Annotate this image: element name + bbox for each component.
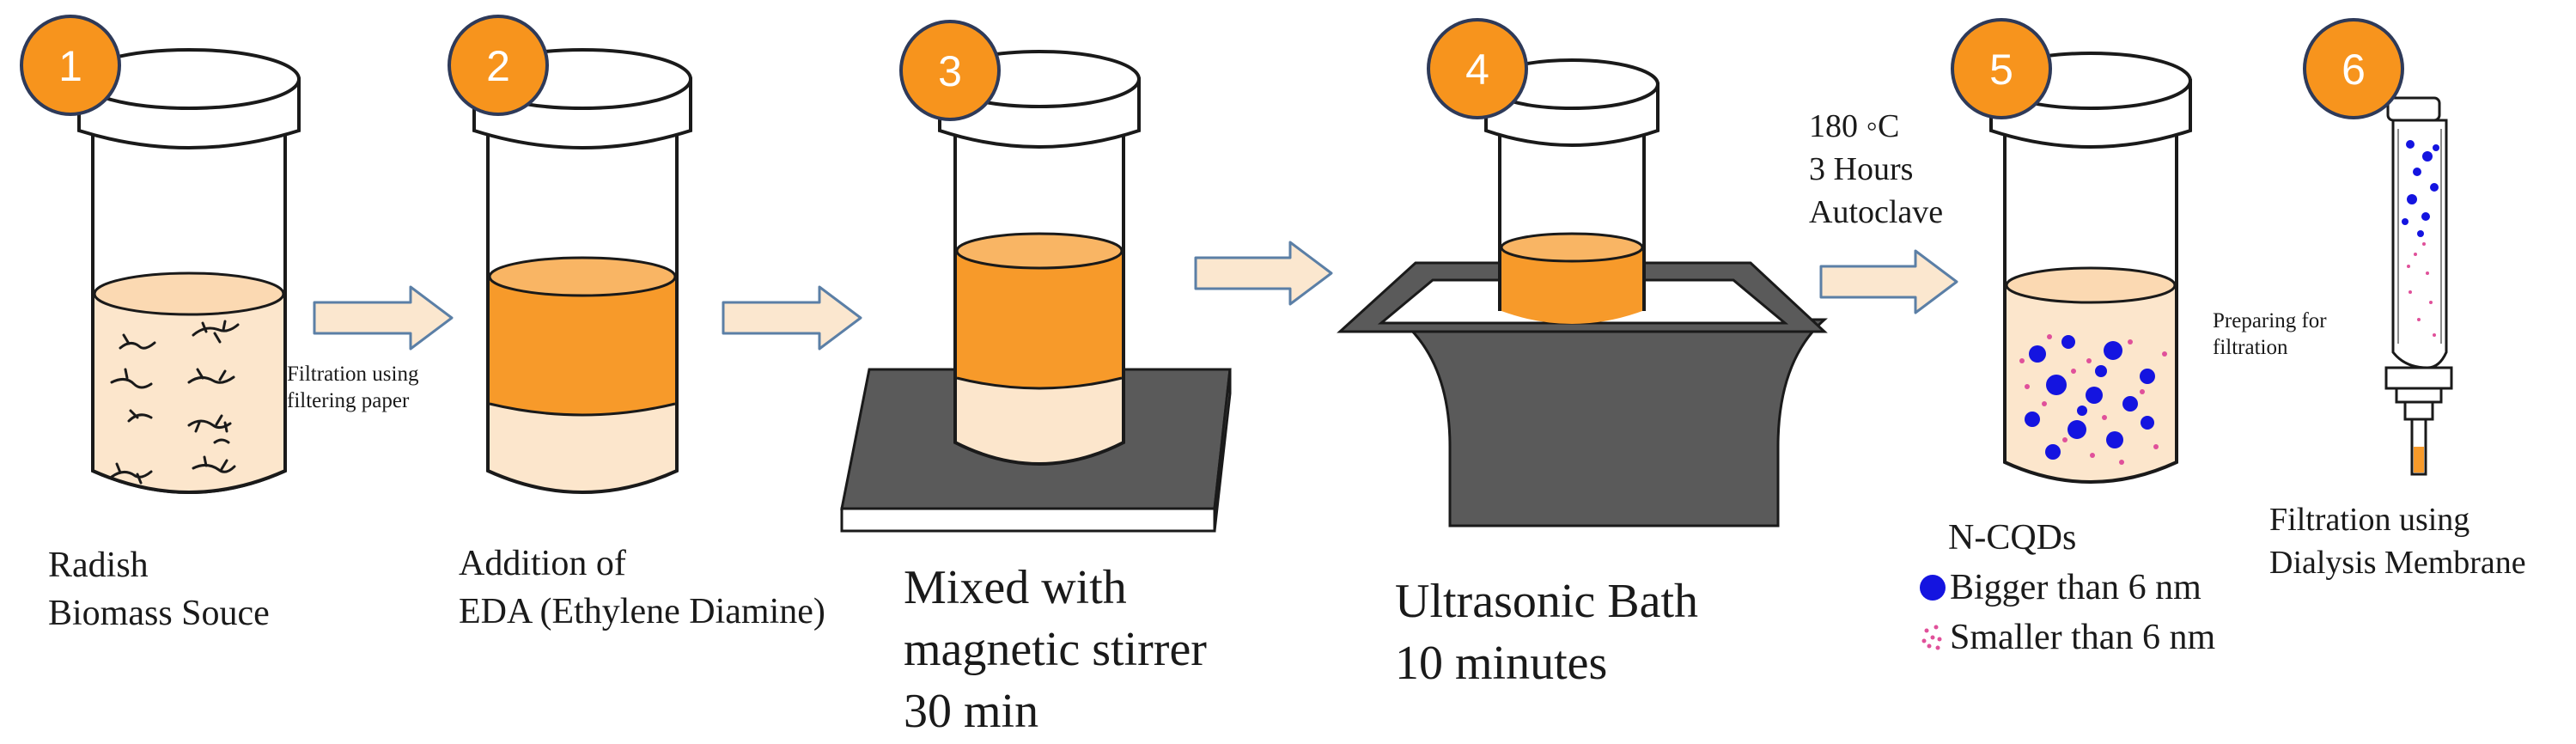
vial-step-4 — [1484, 58, 1659, 324]
step-4-label: Ultrasonic Bath 10 minutes — [1395, 570, 1698, 694]
vial-step-3 — [938, 50, 1141, 466]
step-3-label-line-1: Mixed with — [904, 561, 1127, 614]
vial-step-1 — [77, 48, 301, 494]
arrow-1-to-2 — [313, 285, 454, 351]
svg-text:3: 3 — [938, 47, 962, 95]
autoclave-time: 3 Hours — [1809, 151, 1914, 187]
autoclave-device: Autoclave — [1809, 194, 1944, 230]
step-3-label: Mixed with magnetic stirrer 30 min — [904, 557, 1207, 742]
arrow-4-to-5 — [1819, 249, 1958, 314]
legend-smaller-label: Smaller than 6 nm — [1950, 618, 2216, 657]
arrow-2-to-3 — [722, 285, 862, 351]
autoclave-conditions: 180 ◦C 3 Hours Autoclave — [1809, 105, 1943, 234]
step-badge-4: 4 — [1427, 18, 1528, 119]
step-badge-6: 6 — [2303, 18, 2404, 119]
dialysis-filter-column — [2364, 69, 2453, 476]
step-6-label: Filtration using Dialysis Membrane — [2269, 498, 2526, 584]
step-3-label-line-2: magnetic stirrer — [904, 623, 1207, 676]
vial-step-5 — [1989, 52, 2192, 484]
filtration-note-line-2: filtering paper — [287, 389, 410, 412]
svg-text:4: 4 — [1465, 46, 1489, 94]
legend-bigger-marker — [1920, 575, 1946, 601]
step-5-label: N-CQDs — [1948, 514, 2076, 562]
step-2-label-line-1: Addition of — [459, 544, 626, 583]
step-4-label-line-1: Ultrasonic Bath — [1395, 575, 1699, 628]
filtration-note-line-1: Filtration using — [287, 363, 419, 386]
step-4-label-line-2: 10 minutes — [1395, 637, 1608, 690]
svg-text:6: 6 — [2342, 46, 2366, 94]
arrows — [313, 241, 1958, 351]
step-5-label-line-1: N-CQDs — [1948, 518, 2077, 558]
svg-text:1: 1 — [58, 42, 82, 90]
vial-step-2 — [472, 48, 692, 494]
preparing-note-line-2: filtration — [2213, 336, 2288, 359]
n-cqd-particles-small — [2019, 334, 2167, 465]
filtration-paper-note: Filtration using filtering paper — [287, 361, 418, 414]
step-badge-1: 1 — [20, 15, 121, 116]
preparing-note: Preparing for filtration — [2213, 308, 2327, 361]
radish-fiber-pieces — [110, 320, 240, 485]
dialysis-particles-large — [2402, 140, 2439, 237]
step-6-label-line-1: Filtration using — [2269, 502, 2470, 538]
step-3-label-line-3: 30 min — [904, 685, 1039, 738]
legend-smaller-marker — [1921, 625, 1942, 650]
dialysis-particles-small — [2407, 242, 2436, 337]
arrow-3-to-4 — [1194, 241, 1333, 306]
ultrasonic-bath — [1337, 261, 1828, 528]
step-badges: 1 2 3 4 5 6 — [20, 15, 2404, 121]
step-1-label-line-1: Radish — [48, 546, 149, 585]
svg-text:5: 5 — [1989, 46, 2013, 94]
autoclave-temp: 180 ◦C — [1809, 108, 1900, 144]
step-1-label: Radish Biomass Souce — [48, 541, 270, 637]
svg-text:2: 2 — [486, 42, 510, 90]
preparing-note-line-1: Preparing for — [2213, 309, 2327, 332]
legend-bigger-label: Bigger than 6 nm — [1950, 568, 2201, 607]
n-cqd-particles-large — [2025, 335, 2155, 460]
step-2-label: Addition of EDA (Ethylene Diamine) — [459, 540, 825, 636]
step-1-label-line-2: Biomass Souce — [48, 594, 270, 633]
step-6-label-line-2: Dialysis Membrane — [2269, 545, 2526, 581]
step-badge-3: 3 — [899, 20, 1001, 121]
step-badge-5: 5 — [1951, 18, 2052, 119]
step-2-label-line-2: EDA (Ethylene Diamine) — [459, 592, 825, 631]
step-badge-2: 2 — [448, 15, 549, 116]
